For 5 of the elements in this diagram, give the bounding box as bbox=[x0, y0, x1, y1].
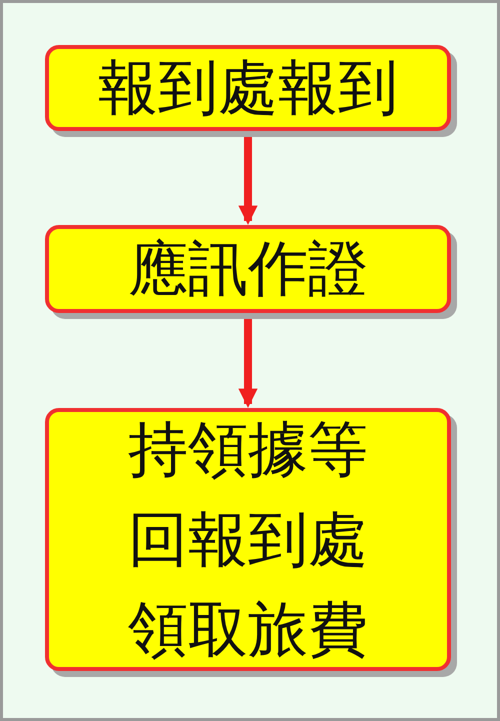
arrow bbox=[238, 135, 258, 225]
arrow bbox=[238, 317, 258, 408]
step-text: 報到處報到 bbox=[98, 52, 398, 124]
step-text: 應訊作證 bbox=[128, 233, 368, 305]
step-text: 持領據等回報到處領取旅費 bbox=[127, 414, 369, 666]
